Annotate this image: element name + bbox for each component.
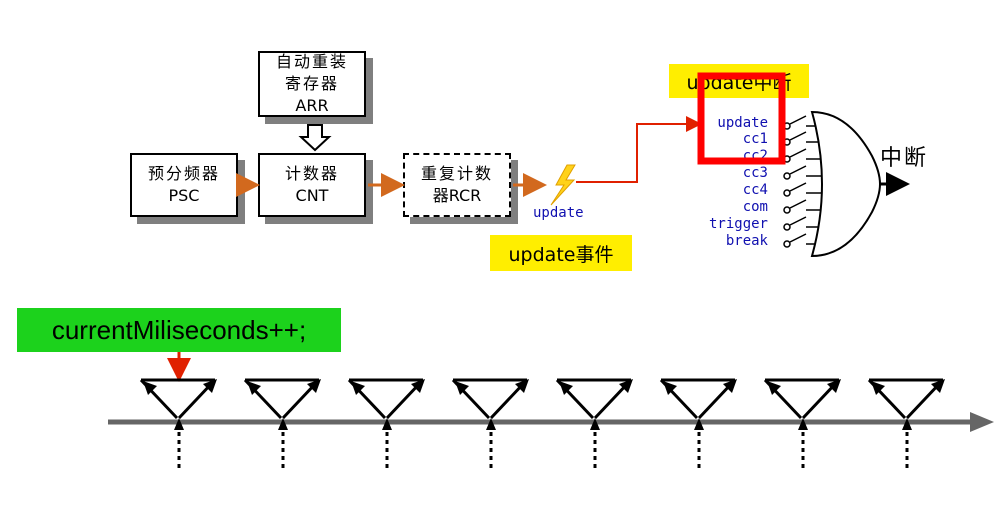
cnt-label-en: CNT [295,186,329,205]
source-cc4: cc4 [742,182,768,198]
psc-label-cn: 预分频器 [147,164,220,183]
or-gate-shape [810,110,882,258]
interrupt-output-label: 中断 [880,146,929,171]
rcr-label-2: 器RCR [432,186,482,205]
psc-label-en: PSC [168,186,200,205]
timeline-tick-4 [451,378,529,468]
switch-cc3 [783,165,822,180]
timeline-ticks [139,378,945,468]
switch-cc2 [783,148,822,163]
timeline-tick-3 [347,378,425,468]
timeline-tick-8 [867,378,945,468]
switch-cc4 [783,182,822,197]
arr-label-cn-1: 自动重装 [275,52,348,71]
update-signal-label: update [533,205,584,221]
timeline-tick-2 [243,378,321,468]
switch-com [783,199,822,214]
switch-trigger [783,216,822,231]
source-break: break [725,233,768,249]
code-label: currentMiliseconds++; [17,308,341,352]
arr-block: 自动重装 寄存器 ARR [258,51,366,117]
cnt-label-cn: 计数器 [284,164,339,183]
focus-highlight-box [697,72,786,165]
source-update: update [717,115,768,131]
source-cc1: cc1 [742,131,768,147]
arrow-arr-to-cnt [298,124,332,152]
update-event-highlight: update事件 [490,235,632,271]
timeline-tick-7 [763,378,841,468]
timeline-tick-6 [659,378,737,468]
timeline-arrowhead [970,412,994,432]
source-cc3: cc3 [742,165,768,181]
cnt-block: 计数器 CNT [258,153,366,217]
arr-label-cn-2: 寄存器 [284,74,339,93]
update-signal-path [576,116,702,183]
rcr-label-1: 重复计数 [420,164,493,183]
arr-label-en: ARR [295,96,329,115]
source-switches [783,115,822,248]
source-com: com [742,199,768,215]
source-trigger: trigger [708,216,768,232]
timeline-tick-1 [139,378,217,468]
lightning-icon [550,164,576,206]
psc-block: 预分频器 PSC [130,153,238,217]
timeline-tick-5 [555,378,633,468]
